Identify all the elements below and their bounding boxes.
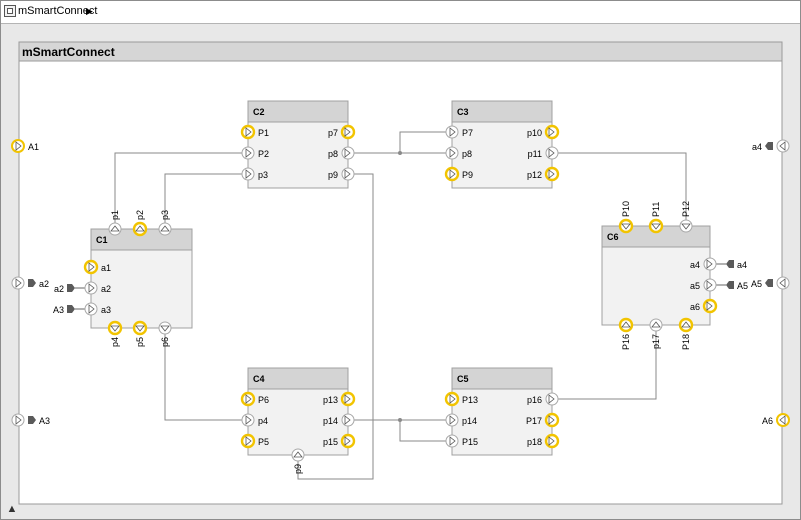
- boundary-port-label: A3: [39, 416, 50, 426]
- bus-element-label: a4: [737, 260, 747, 270]
- bus-element-label: a2: [54, 284, 64, 294]
- system-title: mSmartConnect: [22, 45, 115, 59]
- port-label: p13: [323, 395, 338, 405]
- boundary-port-label: a4: [752, 142, 762, 152]
- component-name: C1: [96, 235, 108, 245]
- port-label: p3: [258, 170, 268, 180]
- bus-element-label: A5: [737, 281, 748, 291]
- component-name: C6: [607, 232, 619, 242]
- port-c5-p17[interactable]: P17: [526, 414, 558, 426]
- port-label: p15: [323, 437, 338, 447]
- component-name: C5: [457, 374, 469, 384]
- component-name: C4: [253, 374, 265, 384]
- component-c5[interactable]: C5P13 p14P15 p16P17 p18: [446, 368, 558, 455]
- port-label: p18: [527, 437, 542, 447]
- boundary-port-label: A5: [751, 279, 762, 289]
- junction-dot: [398, 418, 402, 422]
- port-label: p16: [527, 395, 542, 405]
- port-label: a1: [101, 263, 111, 273]
- port-label: P18: [681, 334, 691, 350]
- architecture-diagram: mSmartConnect a2A3 a4A5 C1 a1 a2 a3 p1 p2 p3 p4 p5 p…: [1, 24, 800, 519]
- port-label: p9: [328, 170, 338, 180]
- port-label: P2: [258, 149, 269, 159]
- component-c3[interactable]: C3P7 p8P9 p10 p11 p12: [446, 101, 558, 188]
- port-c5-p15[interactable]: P15: [446, 435, 478, 447]
- port-label: p3: [160, 210, 170, 220]
- port-c5-p14[interactable]: p14: [446, 414, 477, 426]
- junction-dot: [398, 151, 402, 155]
- port-label: p6: [160, 337, 170, 347]
- boundary-port-label: A6: [762, 416, 773, 426]
- port-label: p17: [651, 334, 661, 349]
- breadcrumb-arrow-icon[interactable]: ▶: [86, 6, 93, 17]
- component-name: C2: [253, 107, 265, 117]
- port-label: p8: [328, 149, 338, 159]
- port-c5-p13[interactable]: P13: [446, 393, 478, 405]
- port-label: P7: [462, 128, 473, 138]
- port-label: P5: [258, 437, 269, 447]
- component-name: C3: [457, 107, 469, 117]
- port-label: p2: [135, 210, 145, 220]
- port-label: p4: [110, 337, 120, 347]
- port-label: P16: [621, 334, 631, 350]
- port-label: p4: [258, 416, 268, 426]
- port-label: P10: [621, 201, 631, 217]
- port-label: p14: [323, 416, 338, 426]
- port-c6-p12[interactable]: P12: [680, 201, 692, 232]
- diagram-canvas[interactable]: mSmartConnect a2A3 a4A5 C1 a1 a2 a3 p1 p2 p3 p4 p5 p…: [1, 24, 800, 519]
- system-header: [19, 42, 782, 61]
- port-label: P17: [526, 416, 542, 426]
- port-c6-p16[interactable]: P16: [620, 319, 632, 350]
- port-c6-p11[interactable]: P11: [650, 202, 662, 232]
- port-c6-p10[interactable]: P10: [620, 201, 632, 232]
- model-icon[interactable]: [4, 5, 16, 17]
- port-label: a2: [101, 284, 111, 294]
- bus-element-label: A3: [53, 305, 64, 315]
- port-label: P11: [651, 202, 661, 217]
- port-label: a5: [690, 281, 700, 291]
- port-label: P6: [258, 395, 269, 405]
- port-c6-p18[interactable]: P18: [680, 319, 692, 350]
- port-label: p12: [527, 170, 542, 180]
- port-label: P15: [462, 437, 478, 447]
- port-label: p11: [528, 149, 542, 159]
- port-label: a6: [690, 302, 700, 312]
- port-label: P12: [681, 201, 691, 217]
- port-label: a4: [690, 260, 700, 270]
- port-label: a3: [101, 305, 111, 315]
- boundary-port-label: A1: [28, 142, 39, 152]
- port-label: p8: [462, 149, 472, 159]
- breadcrumb-bar: mSmartConnect ▶: [1, 1, 800, 24]
- boundary-port-label: a2: [39, 279, 49, 289]
- component-c1[interactable]: C1 a1 a2 a3 p1 p2 p3 p4 p5 p6: [85, 210, 192, 347]
- port-c6-p17[interactable]: p17: [650, 319, 662, 349]
- hierarchy-icon[interactable]: ▲: [5, 502, 19, 516]
- port-label: P9: [462, 170, 473, 180]
- component-c2[interactable]: C2P1P2 p3 p7 p8 p9: [242, 101, 354, 188]
- port-label: p10: [527, 128, 542, 138]
- port-label: p7: [328, 128, 338, 138]
- port-label: p9: [293, 464, 303, 474]
- port-label: P1: [258, 128, 269, 138]
- port-label: p5: [135, 337, 145, 347]
- port-label: p1: [110, 210, 120, 220]
- port-label: P13: [462, 395, 478, 405]
- port-label: p14: [462, 416, 477, 426]
